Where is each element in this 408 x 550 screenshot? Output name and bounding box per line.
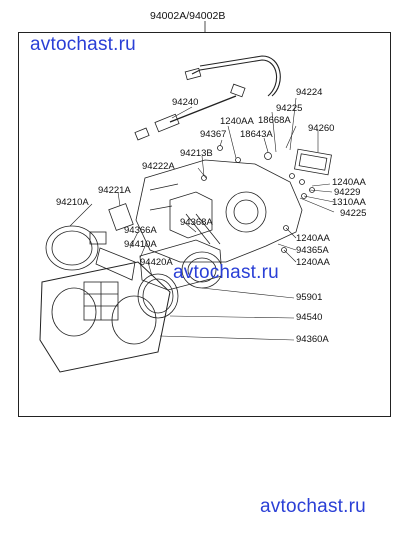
part-label: 18643A <box>240 129 273 140</box>
left-gauge <box>45 203 136 281</box>
part-label: 94365A <box>296 245 329 256</box>
part-label: 1240AA <box>220 116 254 127</box>
part-label: 94360A <box>296 334 329 345</box>
part-label: 94420A <box>140 257 173 268</box>
part-label: 94410A <box>124 239 157 250</box>
part-label: 94224 <box>296 87 323 98</box>
part-label: 18668A <box>258 115 291 126</box>
part-label: 94213B <box>180 148 213 159</box>
watermark-bottom: avtochast.ru <box>260 496 366 517</box>
part-label: 95901 <box>296 292 323 303</box>
part-label: 94210A <box>56 197 89 208</box>
front-bezel <box>39 261 171 373</box>
connector-block <box>289 148 332 199</box>
part-label: 1310AA <box>332 197 366 208</box>
rear-case <box>135 159 303 263</box>
part-label: 94221A <box>98 185 131 196</box>
speedometer-cable <box>134 55 281 141</box>
part-label: 1240AA <box>332 177 366 188</box>
part-label: 94366A <box>124 225 157 236</box>
part-label: 94225 <box>340 208 367 219</box>
part-label: 94368A <box>180 217 213 228</box>
part-label: 1240AA <box>296 233 330 244</box>
part-label: 94240 <box>172 97 199 108</box>
part-label: 94367 <box>200 129 227 140</box>
part-label: 94229 <box>334 187 361 198</box>
diagram-frame <box>18 32 391 417</box>
assembly-number: 94002A/94002B <box>150 10 226 22</box>
center-gauges <box>137 239 223 319</box>
part-label: 94222A <box>142 161 175 172</box>
part-label: 94260 <box>308 123 335 134</box>
leader-lines <box>69 97 335 341</box>
part-label: 94225 <box>276 103 303 114</box>
part-label: 1240AA <box>296 257 330 268</box>
watermark-top: avtochast.ru <box>30 34 136 55</box>
screws <box>201 145 289 253</box>
watermark-middle: avtochast.ru <box>173 262 279 283</box>
part-label: 94540 <box>296 312 323 323</box>
